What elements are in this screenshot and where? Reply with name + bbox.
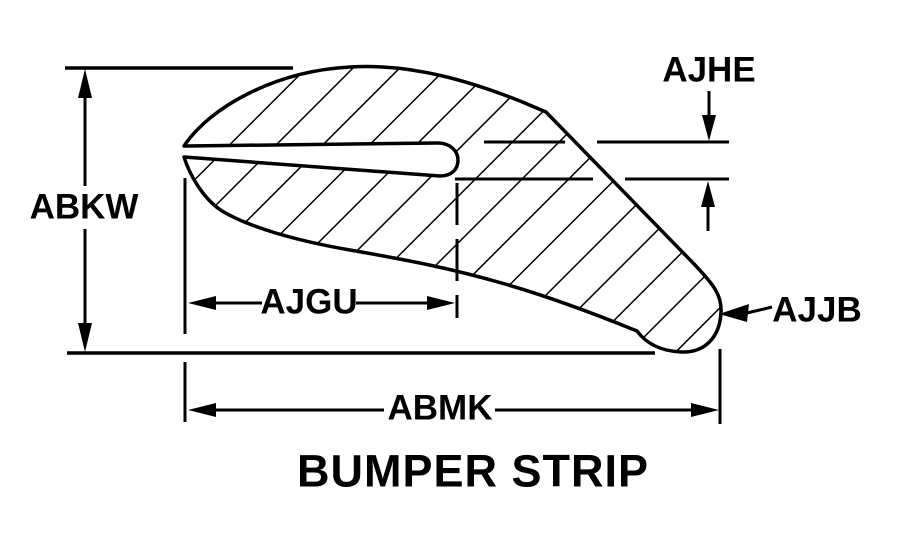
figure-caption: BUMPER STRIP — [296, 445, 650, 497]
dim-ajgu — [183, 178, 459, 422]
ajjb-arrowhead-icon — [719, 304, 749, 322]
dimension-label-ajhe: AJHE — [662, 50, 756, 90]
part-outline — [182, 64, 723, 354]
ajgu-arrow-right-icon — [427, 296, 455, 310]
dimension-label-ajjb: AJJB — [772, 290, 862, 330]
part-cross-section — [182, 64, 723, 354]
dimension-label-ajgu: AJGU — [260, 282, 358, 322]
ajhe-arrow-up-icon — [701, 181, 715, 207]
ajjb-leader-line — [746, 305, 773, 315]
dim-abkw — [65, 66, 655, 355]
abmk-arrow-right-icon — [691, 403, 719, 417]
ajhe-arrow-down-icon — [702, 115, 716, 141]
abmk-arrow-left-icon — [188, 403, 216, 417]
abkw-arrow-down-icon — [78, 323, 92, 352]
dim-ajhe — [455, 91, 729, 231]
dimension-label-abkw: ABKW — [29, 187, 139, 227]
ajgu-arrow-left-icon — [188, 296, 216, 310]
part-outline-hatch-fill — [184, 66, 722, 353]
dimension-label-abmk: ABMK — [387, 388, 493, 428]
dim-abmk — [188, 349, 722, 424]
abkw-arrow-up-icon — [78, 69, 92, 98]
dim-ajjb — [719, 304, 773, 322]
